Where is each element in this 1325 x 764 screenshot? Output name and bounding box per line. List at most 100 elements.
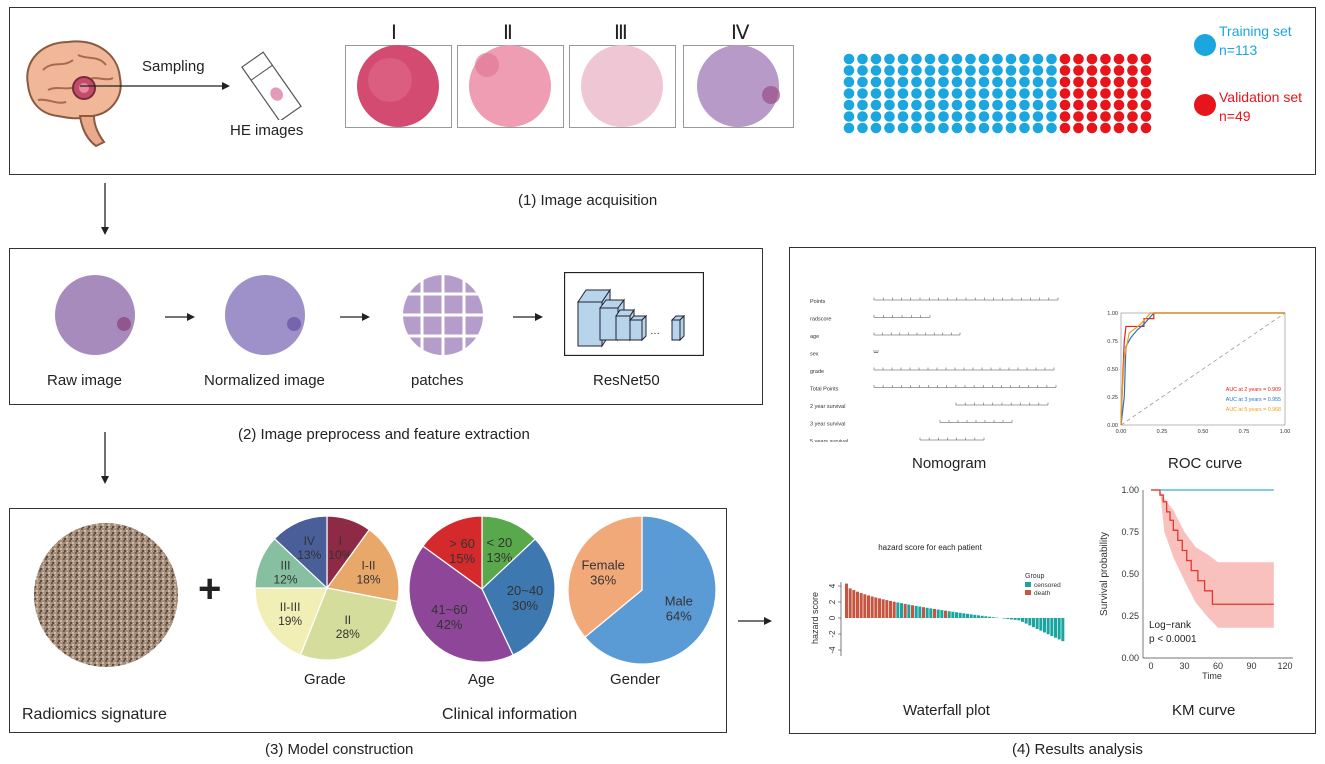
caption-results: (4) Results analysis: [1012, 741, 1143, 758]
training-dot: [1019, 88, 1030, 99]
training-dot: [924, 76, 936, 88]
validation-dot: [1140, 88, 1152, 99]
waterfall-ytick: 2: [828, 599, 837, 604]
normalized-image-label: Normalized image: [204, 372, 325, 389]
waterfall-bar-censored: [907, 604, 911, 618]
km-pvalue: p < 0.0001: [1149, 634, 1197, 645]
pie-age-pct-2: 42%: [436, 617, 462, 632]
pie-age-label-0: < 20: [487, 535, 513, 550]
roman-4: Ⅳ: [731, 22, 750, 44]
training-dot: [992, 99, 1003, 111]
training-dot: [911, 122, 922, 134]
validation-dot: [1113, 76, 1125, 88]
pie-age-slice-1: [481, 538, 556, 656]
training-dot: [992, 111, 1003, 122]
training-dot: [978, 88, 990, 99]
he-tile-2: [457, 45, 564, 128]
km-xtick: 120: [1277, 661, 1292, 671]
training-dot: [897, 65, 909, 76]
waterfall-bar-death: [845, 583, 849, 618]
waterfall-bar-censored: [988, 616, 992, 618]
waterfall-bar-death: [878, 598, 882, 618]
training-dot: [1046, 88, 1057, 99]
training-dot: [884, 122, 895, 134]
validation-dot: [1073, 111, 1084, 122]
patches-thumb: [400, 272, 486, 358]
pie-grade-pct-1: 18%: [356, 573, 380, 587]
waterfall-bar-censored: [1061, 618, 1065, 642]
roman-3: Ⅲ: [614, 22, 628, 44]
training-dot: [924, 99, 936, 111]
validation-dot: [1073, 99, 1084, 111]
training-dot: [870, 99, 882, 111]
roc-diagonal: [1120, 312, 1286, 426]
pie-age-label-1: 20~40: [507, 583, 544, 598]
pie-age-pct-0: 13%: [486, 550, 512, 565]
training-dot: [1005, 122, 1017, 134]
roc-xtick: 1.00: [1280, 429, 1291, 435]
validation-dot: [1100, 53, 1111, 65]
validation-dot: [1073, 53, 1084, 65]
training-dot: [911, 88, 922, 99]
waterfall-bar-death: [922, 607, 926, 618]
validation-dot: [1100, 122, 1111, 134]
nomogram-row-label: sex: [810, 352, 819, 358]
waterfall-bar-censored: [925, 607, 929, 618]
km-xtick: 0: [1148, 661, 1153, 671]
waterfall-bar-censored: [1021, 618, 1025, 622]
waterfall-bar-censored: [955, 612, 959, 618]
km-ytick: 0.50: [1121, 569, 1139, 579]
training-dot: [1005, 99, 1017, 111]
validation-dot: [1059, 99, 1071, 111]
waterfall-bar-censored: [900, 603, 904, 618]
pie-grade-pct-2: 28%: [336, 627, 360, 641]
waterfall-legend-death-swatch: [1025, 590, 1031, 595]
roc-xtick: 0.75: [1239, 429, 1250, 435]
nomogram-row-label: 2 year survival: [810, 404, 845, 410]
validation-set-label: Validation set: [1219, 89, 1303, 105]
training-dot: [1005, 111, 1017, 122]
waterfall-ytick: 0: [828, 615, 837, 620]
validation-dot: [1059, 122, 1071, 134]
arrow-patches-to-resnet: [513, 313, 543, 321]
training-dot: [911, 99, 922, 111]
training-dot: [1032, 122, 1044, 134]
training-dot: [978, 99, 990, 111]
caption-preprocess: (2) Image preprocess and feature extract…: [238, 426, 530, 443]
waterfall-bar-censored: [973, 614, 977, 618]
waterfall-bar-censored: [1013, 618, 1017, 620]
waterfall-legend-censored-swatch: [1025, 582, 1031, 587]
pie-age-label-2: 41~60: [431, 602, 468, 617]
validation-dot: [1086, 99, 1098, 111]
waterfall-bar-censored: [1039, 618, 1043, 631]
waterfall-bar-censored: [962, 613, 966, 618]
validation-dot: [1073, 122, 1084, 134]
training-dot: [951, 122, 963, 134]
waterfall-bar-censored: [980, 615, 984, 618]
training-dot: [965, 99, 976, 111]
roc-ytick: 0.00: [1107, 423, 1118, 429]
waterfall-bar-censored: [940, 610, 944, 618]
training-dot: [843, 76, 855, 88]
training-dot: [884, 65, 895, 76]
waterfall-bar-death: [889, 600, 893, 618]
waterfall-bar-censored: [984, 616, 988, 618]
training-dot: [965, 53, 976, 65]
validation-dot: [1073, 65, 1084, 76]
training-dot: [938, 53, 949, 65]
training-dot: [978, 122, 990, 134]
training-dot: [857, 88, 868, 99]
training-dot: [951, 65, 963, 76]
training-dot: [965, 65, 976, 76]
waterfall-bar-censored: [1024, 618, 1028, 624]
waterfall-bar-censored: [918, 606, 922, 618]
training-dot: [1005, 53, 1017, 65]
validation-dot: [1113, 99, 1125, 111]
training-dot: [992, 122, 1003, 134]
training-dot: [1032, 65, 1044, 76]
validation-dot: [1100, 88, 1111, 99]
grade-title: Grade: [304, 671, 346, 688]
waterfall-bar-death: [933, 608, 937, 618]
waterfall-title: hazard score for each patient: [878, 543, 982, 552]
